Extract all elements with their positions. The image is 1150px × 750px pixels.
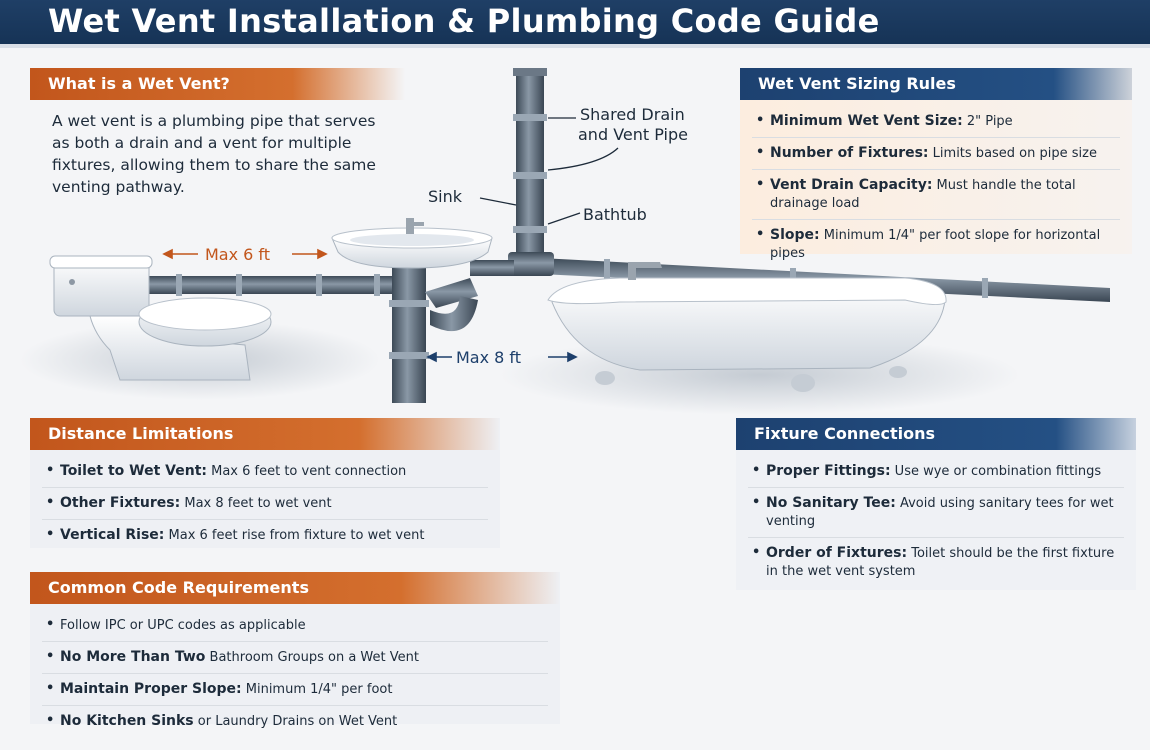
sizing-item-text: Limits based on pipe size <box>928 146 1097 161</box>
fixtures-item-text: Use wye or combination fittings <box>890 464 1102 479</box>
toilet-fixture <box>49 255 272 381</box>
code-item: No Kitchen Sinks or Laundry Drains on We… <box>42 706 548 737</box>
distance-heading: Distance Limitations <box>30 418 500 450</box>
bathtub-fixture <box>547 262 947 392</box>
fixtures-item: Order of Fixtures: Toilet should be the … <box>748 538 1124 587</box>
sizing-item-text: Must handle the total drainage load <box>770 178 1076 211</box>
code-item-text: or Laundry Drains on Wet Vent <box>193 714 398 729</box>
code-item-label: No More Than Two <box>60 649 206 665</box>
code-item: No More Than Two Bathroom Groups on a We… <box>42 642 548 674</box>
fixtures-item-label: Order of Fixtures: <box>766 545 908 561</box>
label-shared-pipe-2: and Vent Pipe <box>578 125 688 144</box>
distance-item-text: Max 6 feet rise from fixture to wet vent <box>164 528 425 543</box>
label-max-6ft: Max 6 ft <box>205 245 270 264</box>
shared-vent-stack <box>508 68 554 276</box>
distance-item-label: Other Fixtures: <box>60 495 181 511</box>
distance-item-label: Vertical Rise: <box>60 527 165 543</box>
code-heading: Common Code Requirements <box>30 572 560 604</box>
code-item-text: Minimum 1/4" per foot <box>241 682 393 697</box>
code-panel: Common Code Requirements Follow IPC or U… <box>30 572 560 730</box>
sizing-list: Minimum Wet Vent Size: 2" PipeNumber of … <box>740 100 1132 273</box>
what-is-text: A wet vent is a plumbing pipe that serve… <box>52 112 376 196</box>
sizing-heading: Wet Vent Sizing Rules <box>740 68 1132 100</box>
fixtures-item: Proper Fittings: Use wye or combination … <box>748 456 1124 488</box>
sizing-item-text: 2" Pipe <box>962 114 1013 129</box>
sizing-item-label: Number of Fixtures: <box>770 145 929 161</box>
sizing-item: Vent Drain Capacity: Must handle the tot… <box>752 170 1120 220</box>
distance-panel: Distance Limitations Toilet to Wet Vent:… <box>30 418 500 548</box>
code-item: Follow IPC or UPC codes as applicable <box>42 610 548 642</box>
code-item: Maintain Proper Slope: Minimum 1/4" per … <box>42 674 548 706</box>
what-is-heading: What is a Wet Vent? <box>30 68 405 100</box>
fixtures-list: Proper Fittings: Use wye or combination … <box>736 450 1136 591</box>
fixtures-item-text: Avoid using sanitary tees for wet ventin… <box>766 496 1114 529</box>
label-bathtub: Bathtub <box>583 205 647 224</box>
sizing-item-label: Minimum Wet Vent Size: <box>770 113 963 129</box>
toilet-drain-pipe <box>145 274 400 296</box>
title-bar: Wet Vent Installation & Plumbing Code Gu… <box>0 0 1150 48</box>
sink-drain-assembly <box>389 260 514 403</box>
fixtures-item-label: No Sanitary Tee: <box>766 495 896 511</box>
code-item-label: No Kitchen Sinks <box>60 713 194 729</box>
code-item-text: Follow IPC or UPC codes as applicable <box>60 618 306 633</box>
code-list: Follow IPC or UPC codes as applicable No … <box>30 604 560 741</box>
sizing-item: Slope: Minimum 1/4" per foot slope for h… <box>752 220 1120 269</box>
label-sink: Sink <box>428 187 463 206</box>
sizing-item-label: Vent Drain Capacity: <box>770 177 933 193</box>
distance-list: Toilet to Wet Vent: Max 6 feet to vent c… <box>30 450 500 555</box>
code-item-label: Maintain Proper Slope: <box>60 681 242 697</box>
label-shared-pipe-1: Shared Drain <box>580 105 685 124</box>
max6-arrows <box>162 248 328 260</box>
label-max-8ft: Max 8 ft <box>456 348 521 367</box>
distance-item-text: Max 8 feet to wet vent <box>180 496 332 511</box>
sizing-item-text: Minimum 1/4" per foot slope for horizont… <box>770 228 1101 261</box>
annotation-lines <box>479 117 619 225</box>
sizing-item-label: Slope: <box>770 227 820 243</box>
max8-arrows <box>426 351 578 363</box>
sizing-panel: Wet Vent Sizing Rules Minimum Wet Vent S… <box>740 68 1132 261</box>
sizing-item: Number of Fixtures: Limits based on pipe… <box>752 138 1120 170</box>
fixtures-item-label: Proper Fittings: <box>766 463 891 479</box>
what-is-panel: What is a Wet Vent? A wet vent is a plum… <box>30 68 405 198</box>
fixtures-item: No Sanitary Tee: Avoid using sanitary te… <box>748 488 1124 538</box>
fixtures-heading: Fixture Connections <box>736 418 1136 450</box>
sizing-item: Minimum Wet Vent Size: 2" Pipe <box>752 106 1120 138</box>
fixtures-item-text: Toilet should be the first fixture in th… <box>766 546 1115 579</box>
page-title: Wet Vent Installation & Plumbing Code Gu… <box>48 2 880 40</box>
distance-item: Vertical Rise: Max 6 feet rise from fixt… <box>42 520 488 551</box>
sink-fixture <box>331 218 493 269</box>
distance-item-text: Max 6 feet to vent connection <box>206 464 407 479</box>
fixtures-panel: Fixture Connections Proper Fittings: Use… <box>736 418 1136 590</box>
code-item-text: Bathroom Groups on a Wet Vent <box>205 650 419 665</box>
distance-item: Toilet to Wet Vent: Max 6 feet to vent c… <box>42 456 488 488</box>
distance-item: Other Fixtures: Max 8 feet to wet vent <box>42 488 488 520</box>
distance-item-label: Toilet to Wet Vent: <box>60 463 207 479</box>
